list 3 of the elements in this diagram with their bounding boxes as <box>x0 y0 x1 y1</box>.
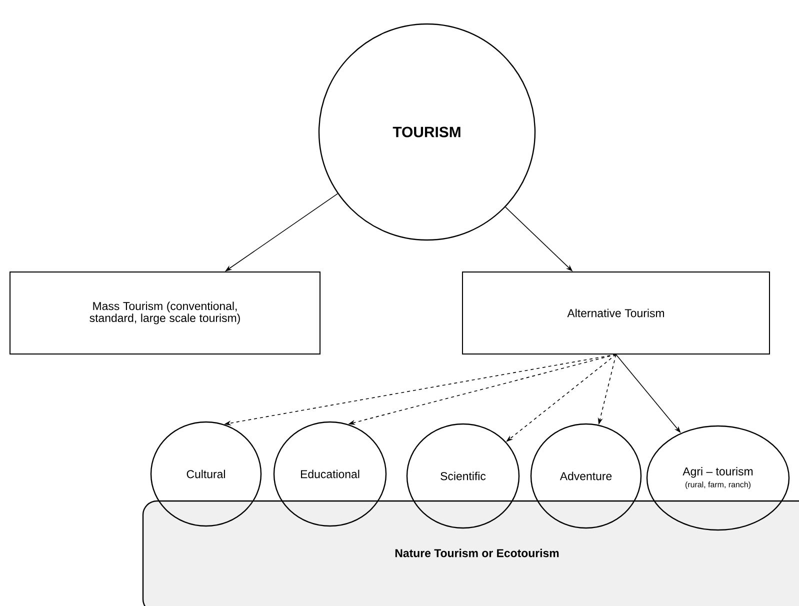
category-box: Mass Tourism (conventional, standard, large scale tourism) <box>10 272 320 354</box>
group-box: Nature Tourism or Ecotourism <box>142 500 799 606</box>
category-box: Alternative Tourism <box>462 272 770 354</box>
